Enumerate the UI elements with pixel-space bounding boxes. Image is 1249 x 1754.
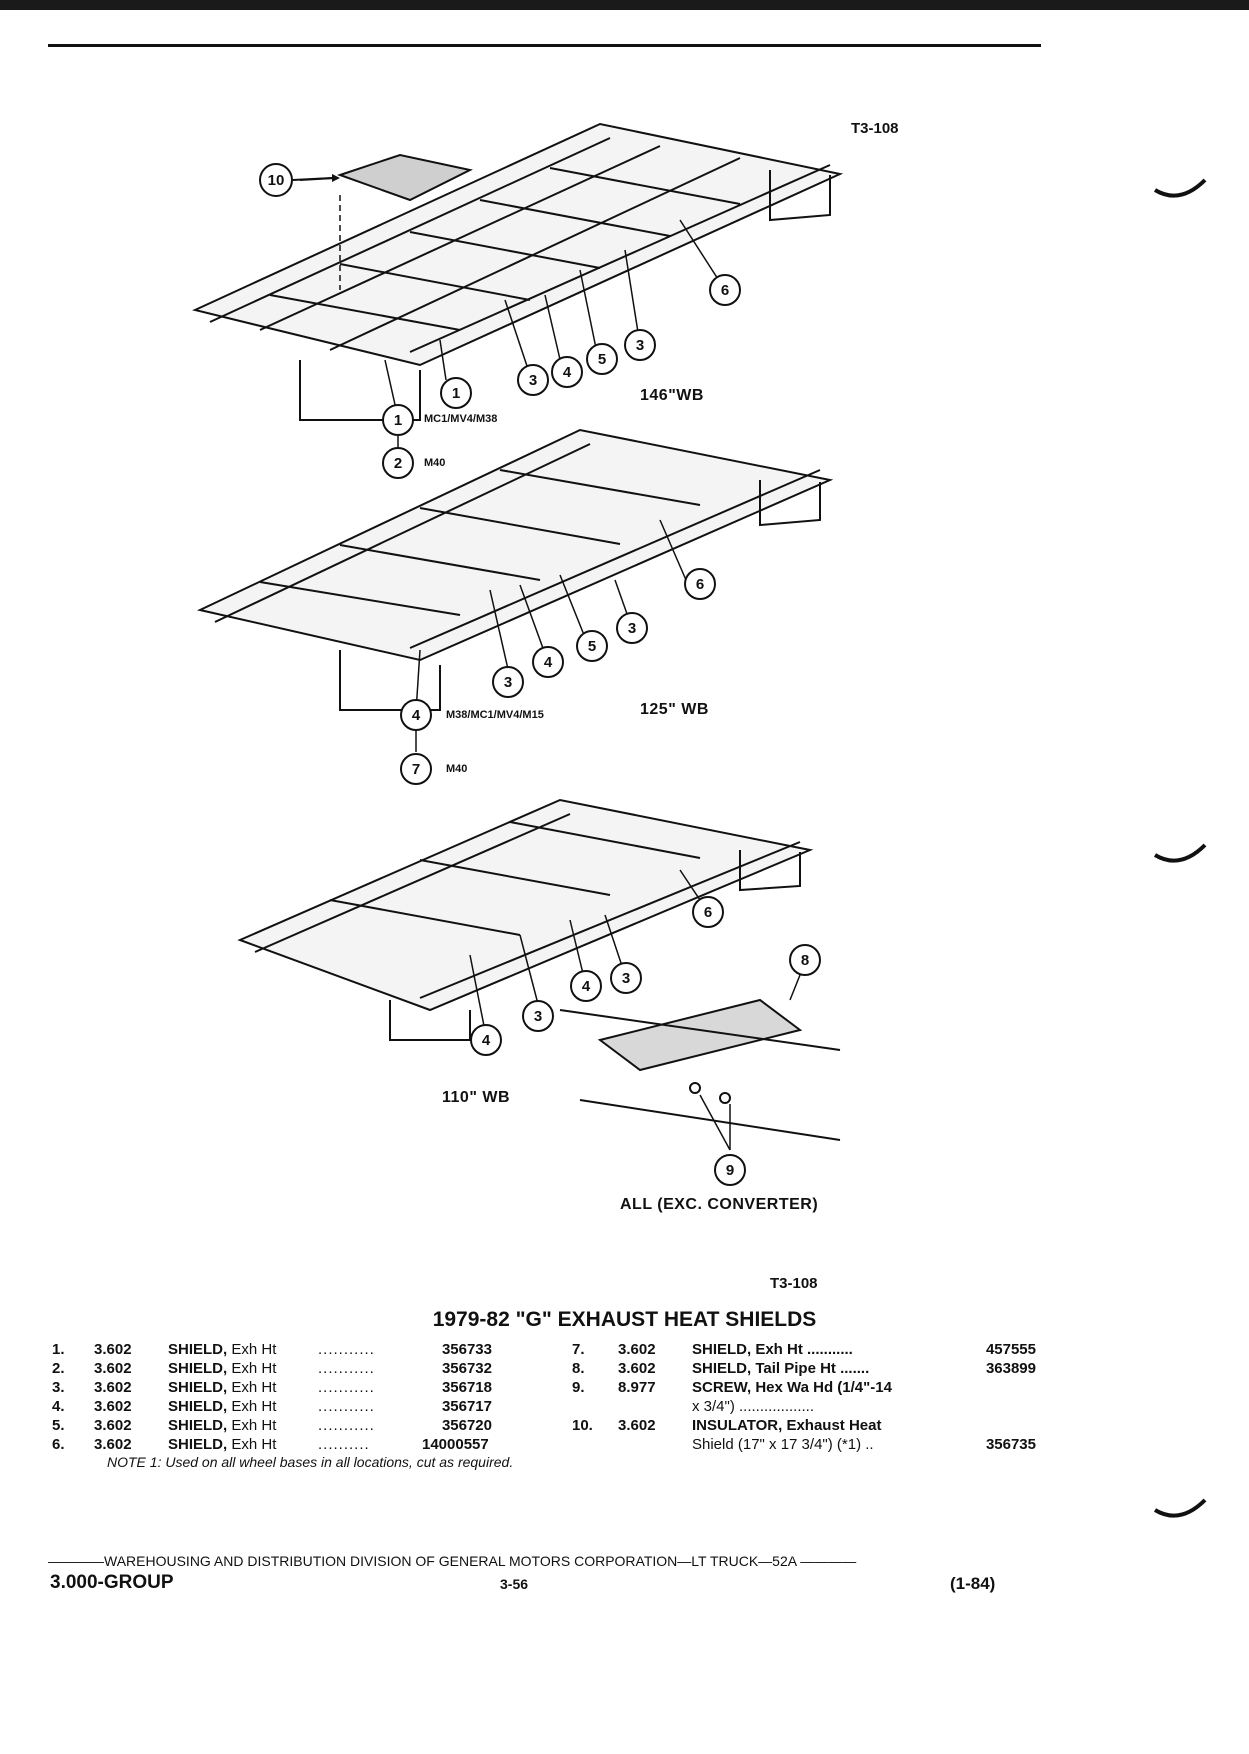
frame-110wb	[237, 798, 814, 1041]
callout-3a	[517, 364, 549, 396]
svg-text:3: 3	[622, 970, 630, 987]
scan-top-band	[0, 0, 1249, 10]
svg-text:9: 9	[726, 1162, 734, 1179]
callout-1a	[440, 377, 472, 409]
footer-date: (1-84)	[950, 1574, 996, 1593]
svg-text:4: 4	[412, 707, 421, 724]
svg-text:3: 3	[628, 620, 636, 637]
figure-code-bottom: T3-108	[770, 1275, 818, 1292]
callout-circles	[259, 163, 821, 1186]
callout-6c	[692, 896, 724, 928]
svg-text:4: 4	[582, 978, 591, 995]
svg-text:6: 6	[696, 576, 704, 593]
svg-text:1: 1	[394, 412, 402, 429]
svg-text:5: 5	[588, 638, 596, 655]
callout-4e	[470, 1024, 502, 1056]
model-label-7: M40	[446, 763, 468, 775]
section-title: 1979-82 "G" EXHAUST HEAT SHIELDS	[432, 1308, 817, 1331]
callout-3e	[610, 962, 642, 994]
model-label-2: M40	[424, 457, 446, 469]
table-row: 9.8.977 SCREW, Hex Wa Hd (1/4"-14	[572, 1379, 892, 1396]
detail-label: ALL (EXC. CONVERTER)	[620, 1196, 819, 1213]
table-row: 3.3.602 SHIELD, Exh Ht ...........356718	[52, 1379, 492, 1396]
footnote: NOTE 1: Used on all wheel bases in all l…	[107, 1454, 514, 1470]
callout-3d	[492, 666, 524, 698]
wheelbase-125: 125" WB	[640, 701, 709, 718]
callout-2	[382, 447, 414, 479]
table-row: 10.3.602 INSULATOR, Exhaust Heat	[572, 1417, 882, 1434]
callout-3b	[624, 329, 656, 361]
svg-text:7: 7	[412, 761, 420, 778]
svg-text:3: 3	[529, 372, 537, 389]
callout-6b	[684, 568, 716, 600]
callout-4d	[570, 970, 602, 1002]
callout-5a	[586, 343, 618, 375]
svg-text:6: 6	[704, 904, 712, 921]
svg-text:6: 6	[721, 282, 729, 299]
callout-4a	[551, 356, 583, 388]
callout-4b	[532, 646, 564, 678]
svg-text:3: 3	[534, 1008, 542, 1025]
svg-text:5: 5	[598, 351, 606, 368]
parts-list-left: 1.3.602 SHIELD, Exh Ht ...........356733…	[52, 1340, 492, 1454]
callout-4c	[400, 699, 432, 731]
svg-text:4: 4	[544, 654, 553, 671]
frame-illustration: 10 1 1 2 3 4 5 3 6 6 3 5 4 3 4 7 6 3 4 3…	[191, 122, 844, 1186]
frame-125wb	[196, 428, 834, 711]
callout-3c	[616, 612, 648, 644]
callout-1b	[382, 404, 414, 436]
table-row: 8.3.602 SHIELD, Tail Pipe Ht .......3638…	[572, 1360, 1036, 1377]
wheelbase-110: 110" WB	[442, 1089, 510, 1106]
callout-9	[714, 1154, 746, 1186]
callout-8	[789, 944, 821, 976]
svg-text:3: 3	[636, 337, 644, 354]
callout-numbers: 10 1 1 2 3 4 5 3 6 6 3 5 4 3 4 7 6 3 4 3…	[268, 172, 810, 1179]
callout-7	[400, 753, 432, 785]
model-label-1: MC1/MV4/M38	[424, 413, 498, 425]
binder-hole-marks	[1153, 178, 1207, 1518]
table-row-continuation: Shield (17" x 17 3/4") (*1) ..356735	[692, 1436, 1036, 1453]
frame-146wb	[191, 122, 844, 421]
svg-text:2: 2	[394, 455, 402, 472]
svg-text:3: 3	[504, 674, 512, 691]
svg-text:8: 8	[801, 952, 809, 969]
svg-text:4: 4	[563, 364, 572, 381]
svg-text:4: 4	[482, 1032, 491, 1049]
table-row-continuation: x 3/4") ..................	[692, 1398, 815, 1415]
callout-3f	[522, 1000, 554, 1032]
table-row: 5.3.602 SHIELD, Exh Ht ...........356720	[52, 1417, 492, 1434]
figure-code-top: T3-108	[851, 120, 899, 137]
table-row: 2.3.602 SHIELD, Exh Ht ...........356732	[52, 1360, 492, 1377]
tail-pipe-shield-detail	[559, 998, 841, 1141]
table-row: 4.3.602 SHIELD, Exh Ht ...........356717	[52, 1398, 492, 1415]
insulator-pad	[336, 153, 473, 202]
table-row: 7.3.602 SHIELD, Exh Ht ...........457555	[572, 1341, 1036, 1358]
callout-5b	[576, 630, 608, 662]
header-rule	[48, 44, 1041, 47]
footer-page-number: 3-56	[500, 1576, 529, 1592]
model-label-4: M38/MC1/MV4/M15	[446, 709, 544, 721]
table-row: 1.3.602 SHIELD, Exh Ht ...........356733	[52, 1341, 492, 1358]
svg-text:1: 1	[452, 385, 460, 402]
svg-text:10: 10	[268, 172, 285, 189]
callout-6a	[709, 274, 741, 306]
table-row: 6.3.602 SHIELD, Exh Ht ..........1400055…	[52, 1436, 489, 1453]
parts-list-right: 7.3.602 SHIELD, Exh Ht ...........457555…	[572, 1340, 1036, 1454]
footer-group: 3.000-GROUP	[50, 1572, 174, 1593]
wheelbase-146: 146"WB	[640, 387, 704, 404]
callout-10	[259, 163, 293, 197]
footer-division-line: ————WAREHOUSING AND DISTRIBUTION DIVISIO…	[48, 1553, 857, 1569]
